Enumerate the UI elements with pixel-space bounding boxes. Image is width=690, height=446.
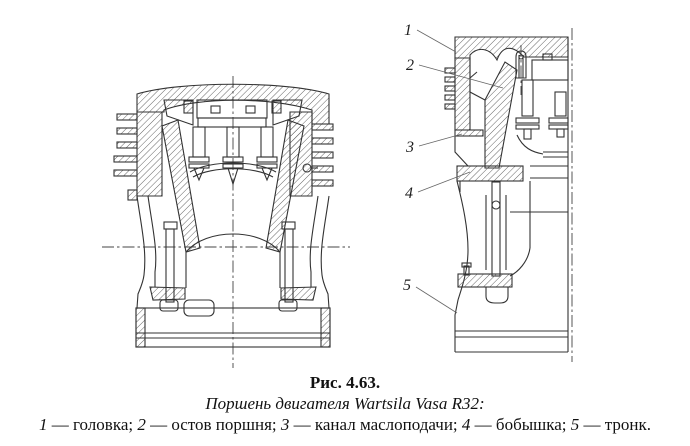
left-wall-section bbox=[136, 111, 163, 197]
legend-item-2-text: — остов поршня; bbox=[145, 415, 281, 434]
flange-right bbox=[280, 286, 317, 301]
oil-duct-plug-left bbox=[183, 100, 194, 114]
piston-drawings-svg: 1 2 3 4 5 bbox=[102, 22, 573, 368]
body-web bbox=[484, 61, 518, 169]
legend-item-1-number: 1 bbox=[38, 415, 48, 434]
cooling-gallery-right bbox=[272, 99, 303, 126]
callout-3: 3 bbox=[405, 133, 463, 156]
callout-2: 2 bbox=[406, 57, 504, 89]
pin-boss-arch bbox=[185, 233, 281, 253]
center-stud bbox=[515, 45, 527, 95]
skirt-inner-right bbox=[309, 195, 319, 287]
callout-5-label: 5 bbox=[403, 277, 411, 294]
legend-item-3-text: — канал маслоподачи; bbox=[289, 415, 462, 434]
bolt-inner bbox=[515, 79, 540, 140]
legend-item-2: 2 — остов поршня; bbox=[137, 415, 281, 434]
figure-number: Рис. 4.63. bbox=[309, 373, 381, 392]
support-web-left bbox=[161, 119, 201, 253]
legend-item-5-text: — тронк. bbox=[579, 415, 652, 434]
ring-grooves-left bbox=[113, 113, 138, 201]
figure-title: Поршень двигателя Wartsila Vasa R32: bbox=[205, 394, 485, 413]
inner-dome-lower bbox=[192, 168, 274, 178]
lower-boss-tab bbox=[485, 287, 509, 304]
wall-lower-outline bbox=[454, 136, 469, 167]
legend-item-4: 4 — бобышка; bbox=[462, 415, 571, 434]
skirt-outer bbox=[454, 180, 469, 352]
legend-item-2-number: 2 bbox=[137, 415, 146, 434]
oil-duct-plug-right bbox=[271, 100, 282, 114]
legend-item-1: 1 — головка; bbox=[39, 415, 137, 434]
left-wall-section bbox=[454, 57, 471, 131]
piston-full-section-view bbox=[102, 76, 350, 368]
bowl-pocket bbox=[469, 58, 486, 101]
callout-4-label: 4 bbox=[405, 185, 413, 202]
skirt-outer-right bbox=[320, 195, 330, 309]
figure-caption: Рис. 4.63. Поршень двигателя Wartsila Va… bbox=[0, 372, 690, 435]
legend-item-5-number: 5 bbox=[570, 415, 580, 434]
legend-item-3: 3 — канал маслоподачи; bbox=[281, 415, 462, 434]
under-arch bbox=[516, 134, 544, 155]
legend-item-5: 5 — тронк. bbox=[571, 415, 651, 434]
inner-dome bbox=[189, 162, 277, 173]
callout-3-label: 3 bbox=[405, 139, 414, 156]
cooling-gallery-left bbox=[163, 99, 194, 126]
oil-channel bbox=[454, 129, 484, 137]
flange-left bbox=[149, 286, 186, 301]
callout-4: 4 bbox=[405, 171, 471, 202]
tie-bolt-right bbox=[278, 221, 298, 312]
bolt-outer bbox=[548, 91, 569, 138]
base-wall-right bbox=[320, 307, 331, 348]
bowl-step bbox=[469, 71, 478, 79]
crown-section bbox=[454, 36, 569, 62]
support-web-right bbox=[265, 119, 305, 253]
legend-item-1-text: — головка; bbox=[47, 415, 138, 434]
lower-boss-band bbox=[457, 273, 513, 288]
callout-1-label: 1 bbox=[404, 22, 412, 39]
skirt-inner-left bbox=[147, 195, 157, 287]
figure-drawings-area: 1 2 3 4 5 bbox=[102, 22, 573, 368]
inner-rod bbox=[485, 181, 507, 277]
piston-half-section-view: 1 2 3 4 5 bbox=[403, 22, 573, 362]
ring-grooves-right bbox=[311, 123, 334, 187]
legend-item-4-text: — бобышка; bbox=[470, 415, 571, 434]
ring-grooves bbox=[444, 67, 456, 110]
legend-item-3-number: 3 bbox=[280, 415, 290, 434]
locating-pin bbox=[461, 262, 472, 276]
callout-5: 5 bbox=[403, 277, 458, 314]
crown-insert bbox=[196, 99, 268, 128]
legend-item-4-number: 4 bbox=[461, 415, 471, 434]
pin-boss-band bbox=[456, 165, 524, 182]
base-wall-left bbox=[135, 307, 146, 348]
skirt-outer-left bbox=[136, 195, 146, 309]
callout-2-label: 2 bbox=[406, 57, 414, 74]
figure-legend: 1 — головка; 2 — остов поршня; 3 — канал… bbox=[0, 414, 690, 435]
callout-1: 1 bbox=[404, 22, 457, 53]
insert-block bbox=[531, 53, 569, 81]
